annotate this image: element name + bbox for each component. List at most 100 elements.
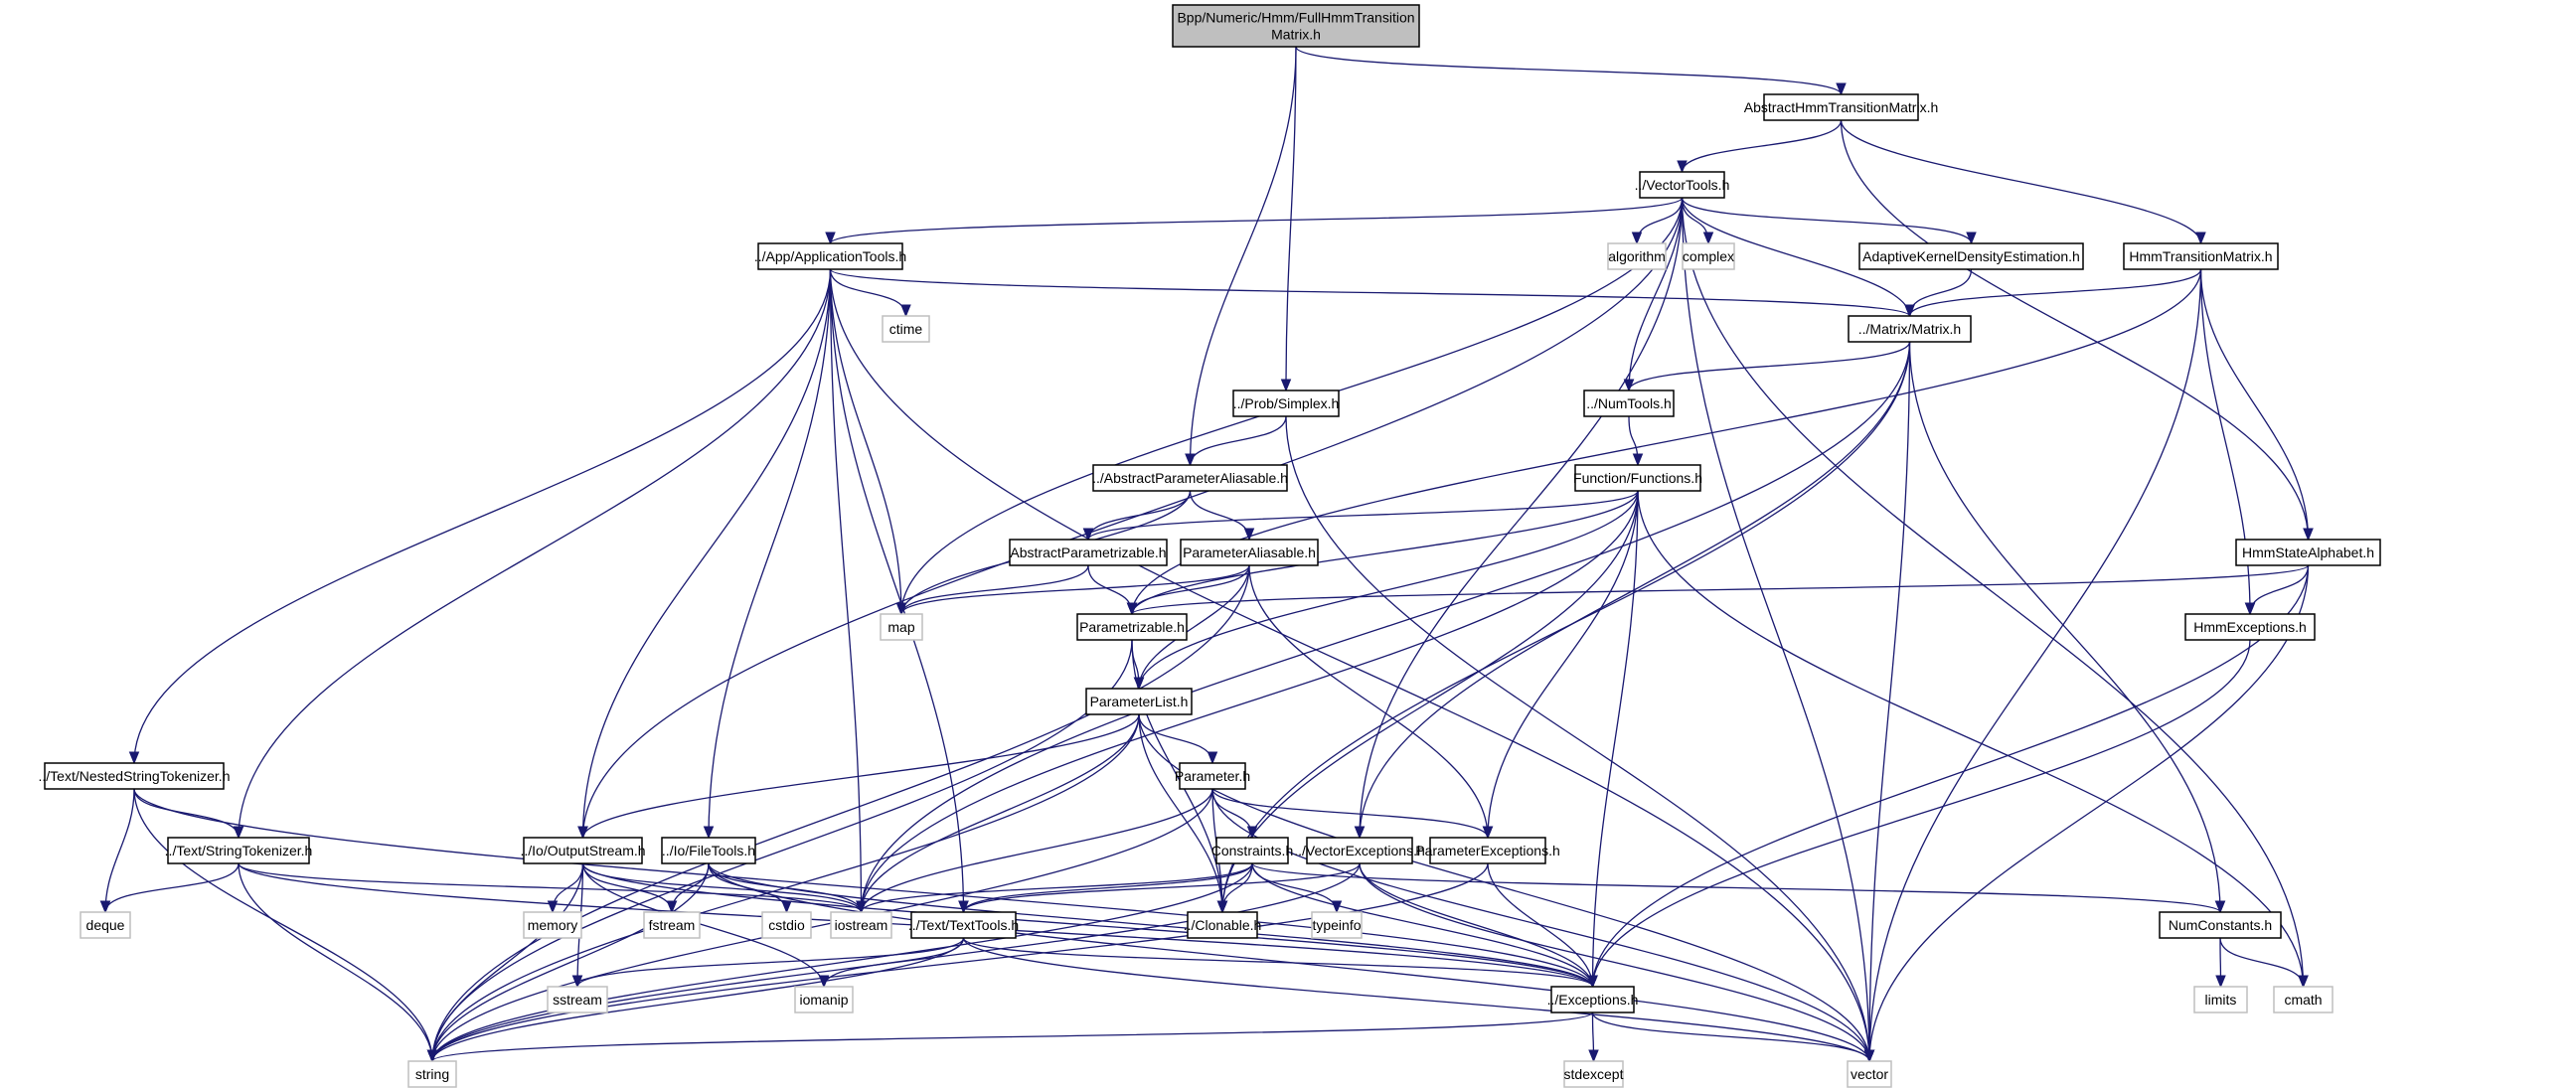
arrowhead-icon xyxy=(825,232,836,245)
edge-apptools-to-texttools xyxy=(829,268,969,914)
node-label: NumConstants.h xyxy=(2169,917,2272,933)
edge-line xyxy=(671,862,710,913)
arrowhead-icon xyxy=(666,900,678,914)
edge-line xyxy=(576,937,965,988)
arrowhead-icon xyxy=(1280,379,1292,392)
node-outstream[interactable]: ../Io/OutputStream.h xyxy=(520,837,646,864)
node-box xyxy=(1076,613,1188,641)
node-absparam[interactable]: AbstractParametrizable.h xyxy=(1009,539,1168,566)
edge-htm-to-hsa xyxy=(2199,268,2314,542)
edge-numconst-to-cmath xyxy=(2219,937,2309,989)
arrowhead-icon xyxy=(856,900,867,914)
edge-texttools-to-exceptions xyxy=(962,937,1598,989)
node-label: ../AbstractParameterAliasable.h xyxy=(1092,470,1288,486)
node-pexc[interactable]: ParameterExceptions.h xyxy=(1415,837,1560,864)
edge-functions-to-pexc xyxy=(1482,490,1639,840)
node-box xyxy=(1187,911,1258,939)
node-constraints[interactable]: Constraints.h xyxy=(1211,837,1293,864)
node-box xyxy=(1215,837,1289,864)
node-label: ../Matrix/Matrix.h xyxy=(1858,321,1961,337)
edge-functions-to-exceptions xyxy=(1587,490,1639,989)
node-box xyxy=(1574,464,1701,492)
node-vexc[interactable]: ../VectorExceptions.h xyxy=(1294,837,1425,864)
edge-line xyxy=(1681,119,1843,173)
edge-line xyxy=(829,268,907,317)
node-label: ../VectorExceptions.h xyxy=(1294,843,1425,858)
node-numconst[interactable]: NumConstants.h xyxy=(2159,911,2282,939)
edge-vtools-to-algorithm xyxy=(1631,197,1684,245)
node-box xyxy=(757,242,903,270)
node-root[interactable]: Bpp/Numeric/Hmm/FullHmmTransitionMatrix.… xyxy=(1172,4,1420,48)
arrowhead-icon xyxy=(426,1049,438,1063)
node-label: HmmTransitionMatrix.h xyxy=(2129,248,2272,264)
arrowhead-icon xyxy=(1354,826,1366,840)
edge-constraints-to-clonable xyxy=(1216,862,1253,914)
node-label: cstdio xyxy=(768,917,805,933)
node-label: ../Exceptions.h xyxy=(1547,992,1639,1008)
node-clonable[interactable]: ../Clonable.h xyxy=(1184,911,1262,939)
edge-line xyxy=(962,862,1253,913)
node-box xyxy=(1550,986,1635,1013)
node-filetools[interactable]: ../Io/FileTools.h xyxy=(661,837,756,864)
node-label: cmath xyxy=(2284,992,2322,1008)
node-htm[interactable]: HmmTransitionMatrix.h xyxy=(2123,242,2279,270)
node-box xyxy=(830,911,892,939)
node-vtools[interactable]: ../VectorTools.h xyxy=(1635,171,1730,199)
node-paramalias[interactable]: ParameterAliasable.h xyxy=(1180,539,1319,566)
node-label: sstream xyxy=(553,992,602,1008)
node-box xyxy=(2123,242,2279,270)
node-apa[interactable]: ../AbstractParameterAliasable.h xyxy=(1092,464,1288,492)
edge-line xyxy=(104,862,240,913)
node-functions[interactable]: Function/Functions.h xyxy=(1573,464,1702,492)
node-label: ../Io/FileTools.h xyxy=(662,843,755,858)
edge-line xyxy=(1868,268,2202,1062)
edge-line xyxy=(1087,564,1133,615)
edge-vtools-to-cmath xyxy=(1681,197,2309,989)
edge-line xyxy=(1087,490,1192,541)
node-hmmexc[interactable]: HmmExceptions.h xyxy=(2184,613,2316,641)
edge-apptools-to-strtok xyxy=(233,268,832,840)
node-cstdio: cstdio xyxy=(761,911,812,939)
arrowhead-icon xyxy=(2303,528,2314,542)
node-ahtm[interactable]: AbstractHmmTransitionMatrix.h xyxy=(1744,93,1939,121)
node-label: string xyxy=(415,1066,449,1082)
edge-line xyxy=(1189,490,1250,541)
edge-numconst-to-limits xyxy=(2215,937,2226,989)
edge-root-to-ahtm xyxy=(1295,46,1847,96)
node-label: vector xyxy=(1851,1066,1888,1082)
node-matrix[interactable]: ../Matrix/Matrix.h xyxy=(1848,315,1972,343)
node-hsa[interactable]: HmmStateAlphabet.h xyxy=(2235,539,2381,566)
edge-matrix-to-clonable xyxy=(1216,341,1911,914)
node-box xyxy=(80,911,131,939)
edge-line xyxy=(431,862,584,1062)
arrowhead-icon xyxy=(2195,232,2206,245)
edge-line xyxy=(1840,119,2310,541)
arrowhead-icon xyxy=(1331,900,1343,914)
arrowhead-icon xyxy=(1836,82,1847,96)
node-parameter[interactable]: Parameter.h xyxy=(1175,762,1250,790)
node-akde[interactable]: AdaptiveKernelDensityEstimation.h xyxy=(1858,242,2084,270)
edge-line xyxy=(238,862,433,1062)
node-box xyxy=(1172,4,1420,48)
node-exceptions[interactable]: ../Exceptions.h xyxy=(1547,986,1639,1013)
node-simplex[interactable]: ../Prob/Simplex.h xyxy=(1232,389,1340,417)
node-texttools[interactable]: ../Text/TextTools.h xyxy=(908,911,1019,939)
edge-line xyxy=(1636,197,1684,244)
node-box xyxy=(1607,242,1667,270)
edge-line xyxy=(431,564,1250,1062)
edge-functions-to-paramlist xyxy=(1133,490,1639,691)
edge-vtools-to-vector xyxy=(1681,197,1875,1063)
node-numtools[interactable]: ../NumTools.h xyxy=(1583,389,1675,417)
arrowhead-icon xyxy=(1631,232,1643,245)
node-apptools[interactable]: ../App/ApplicationTools.h xyxy=(754,242,906,270)
node-paramlist[interactable]: ParameterList.h xyxy=(1085,688,1193,715)
edge-vtools-to-complex xyxy=(1681,197,1714,245)
arrowhead-icon xyxy=(577,826,588,840)
edge-constraints-to-string xyxy=(426,862,1253,1063)
node-box xyxy=(2235,539,2381,566)
node-nested[interactable]: ../Text/NestedStringTokenizer.h xyxy=(39,762,231,790)
node-box xyxy=(1639,171,1725,199)
node-strtok[interactable]: ../Text/StringTokenizer.h xyxy=(165,837,313,864)
node-box xyxy=(1583,389,1675,417)
node-parametrizable[interactable]: Parametrizable.h xyxy=(1076,613,1188,641)
